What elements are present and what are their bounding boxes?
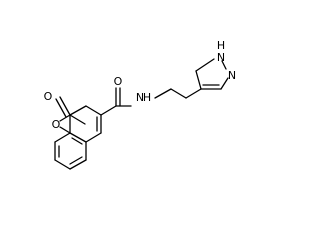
atom-label-pyrazole-nh-nitrogen: N — [217, 51, 225, 64]
bond — [59, 96, 71, 116]
molecule-canvas: O O O N H N H N — [44, 39, 236, 170]
atom-label-carbonyl-oxygen: O — [44, 90, 53, 103]
bond — [220, 77, 229, 90]
bond — [69, 114, 86, 125]
bond — [195, 58, 215, 72]
bond — [69, 132, 87, 143]
atom-label-amide-oxygen: O — [114, 75, 123, 88]
bond — [69, 159, 87, 170]
bonds — [54, 58, 229, 170]
bond — [100, 105, 117, 116]
atom-label-pyrazole-nh-hydrogen: H — [217, 39, 225, 52]
atom-label-amide-hydrogen: H — [143, 91, 151, 104]
atom-label-amide-nitrogen: N — [136, 91, 144, 104]
bond — [85, 132, 102, 143]
bond — [71, 137, 83, 145]
bond — [69, 105, 87, 116]
bond — [185, 88, 202, 99]
bond — [55, 98, 67, 118]
bond — [221, 60, 227, 70]
bond — [85, 105, 102, 116]
bond — [154, 88, 172, 99]
bond — [59, 126, 71, 134]
atom-labels: O O O N H N H N — [44, 39, 236, 131]
bond — [170, 88, 187, 99]
structure-diagram: O O O N H N H N — [44, 39, 236, 170]
atom-label-ring-oxygen: O — [52, 118, 61, 131]
bond — [54, 132, 71, 143]
bond — [59, 114, 71, 122]
bond — [195, 70, 202, 90]
bond — [54, 159, 71, 170]
atom-label-pyrazole-nitrogen: N — [228, 69, 236, 82]
bond — [69, 156, 83, 165]
